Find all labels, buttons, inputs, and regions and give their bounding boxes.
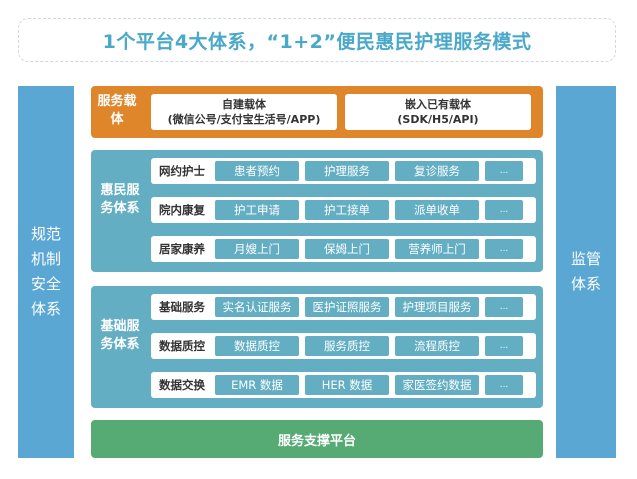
carrier-detail: (微信公号/支付宝生活号/APP): [167, 113, 321, 126]
self-built-carrier: 自建载体 (微信公号/支付宝生活号/APP): [151, 94, 337, 130]
system-row: 基础服务 实名认证服务 医护证照服务 护理项目服务 ...: [151, 294, 536, 320]
service-item: 护理项目服务: [395, 297, 479, 317]
row-label: 居家康养: [159, 242, 205, 256]
more-item: ...: [485, 375, 523, 395]
system-row: 数据交换 EMR 数据 HER 数据 家医签约数据 ...: [151, 372, 536, 398]
service-item: 营养师上门: [395, 239, 479, 259]
huimin-system-panel: 惠民服务体系 网约护士 患者预约 护理服务 复诊服务 ... 院内康复 护工申请…: [91, 150, 543, 272]
service-item: 家医签约数据: [395, 375, 479, 395]
service-item: 护理服务: [305, 161, 389, 181]
title-banner: 1个平台4大体系，“1+2”便民惠民护理服务模式: [18, 18, 616, 62]
system-row: 数据质控 数据质控 服务质控 流程质控 ...: [151, 333, 536, 359]
carrier-detail: (SDK/H5/API): [397, 113, 479, 126]
more-item: ...: [485, 336, 523, 356]
right-side-label: 监管体系: [570, 250, 601, 293]
row-label: 院内康复: [159, 203, 205, 217]
support-platform-bar: 服务支撑平台: [91, 420, 543, 458]
more-item: ...: [485, 297, 523, 317]
service-item: HER 数据: [305, 375, 389, 395]
more-item: ...: [485, 200, 523, 220]
service-carrier-label: 服务载体: [97, 94, 137, 127]
more-item: ...: [485, 161, 523, 181]
embedded-carrier: 嵌入已有载体 (SDK/H5/API): [345, 94, 531, 130]
more-item: ...: [485, 239, 523, 259]
diagram-title: 1个平台4大体系，“1+2”便民惠民护理服务模式: [102, 30, 532, 53]
jichu-system-panel: 基础服务体系 基础服务 实名认证服务 医护证照服务 护理项目服务 ... 数据质…: [91, 286, 543, 408]
huimin-system-label: 惠民服务体系: [100, 183, 140, 216]
service-item: EMR 数据: [215, 375, 299, 395]
service-item: 护工申请: [215, 200, 299, 220]
row-label: 数据交换: [159, 378, 205, 392]
service-item: 服务质控: [305, 336, 389, 356]
row-label: 网约护士: [159, 164, 205, 178]
jichu-system-label: 基础服务体系: [100, 319, 140, 352]
service-item: 护工接单: [305, 200, 389, 220]
carrier-title: 嵌入已有载体: [405, 98, 471, 111]
service-item: 派单收单: [395, 200, 479, 220]
service-item: 数据质控: [215, 336, 299, 356]
service-item: 医护证照服务: [305, 297, 389, 317]
system-row: 网约护士 患者预约 护理服务 复诊服务 ...: [151, 158, 536, 184]
carrier-title: 自建载体: [222, 98, 266, 111]
row-label: 数据质控: [159, 339, 205, 353]
service-item: 月嫂上门: [215, 239, 299, 259]
right-side-panel: 监管体系: [556, 86, 616, 458]
system-row: 居家康养 月嫂上门 保姆上门 营养师上门 ...: [151, 236, 536, 262]
service-item: 流程质控: [395, 336, 479, 356]
system-row: 院内康复 护工申请 护工接单 派单收单 ...: [151, 197, 536, 223]
service-item: 保姆上门: [305, 239, 389, 259]
left-side-label: 规范机制安全体系: [30, 225, 61, 318]
service-item: 患者预约: [215, 161, 299, 181]
platform-label: 服务支撑平台: [277, 433, 356, 449]
left-side-panel: 规范机制安全体系: [18, 86, 74, 458]
service-item: 复诊服务: [395, 161, 479, 181]
service-carrier-panel: 服务载体 自建载体 (微信公号/支付宝生活号/APP) 嵌入已有载体 (SDK/…: [91, 86, 543, 138]
service-item: 实名认证服务: [215, 297, 299, 317]
row-label: 基础服务: [159, 300, 205, 314]
